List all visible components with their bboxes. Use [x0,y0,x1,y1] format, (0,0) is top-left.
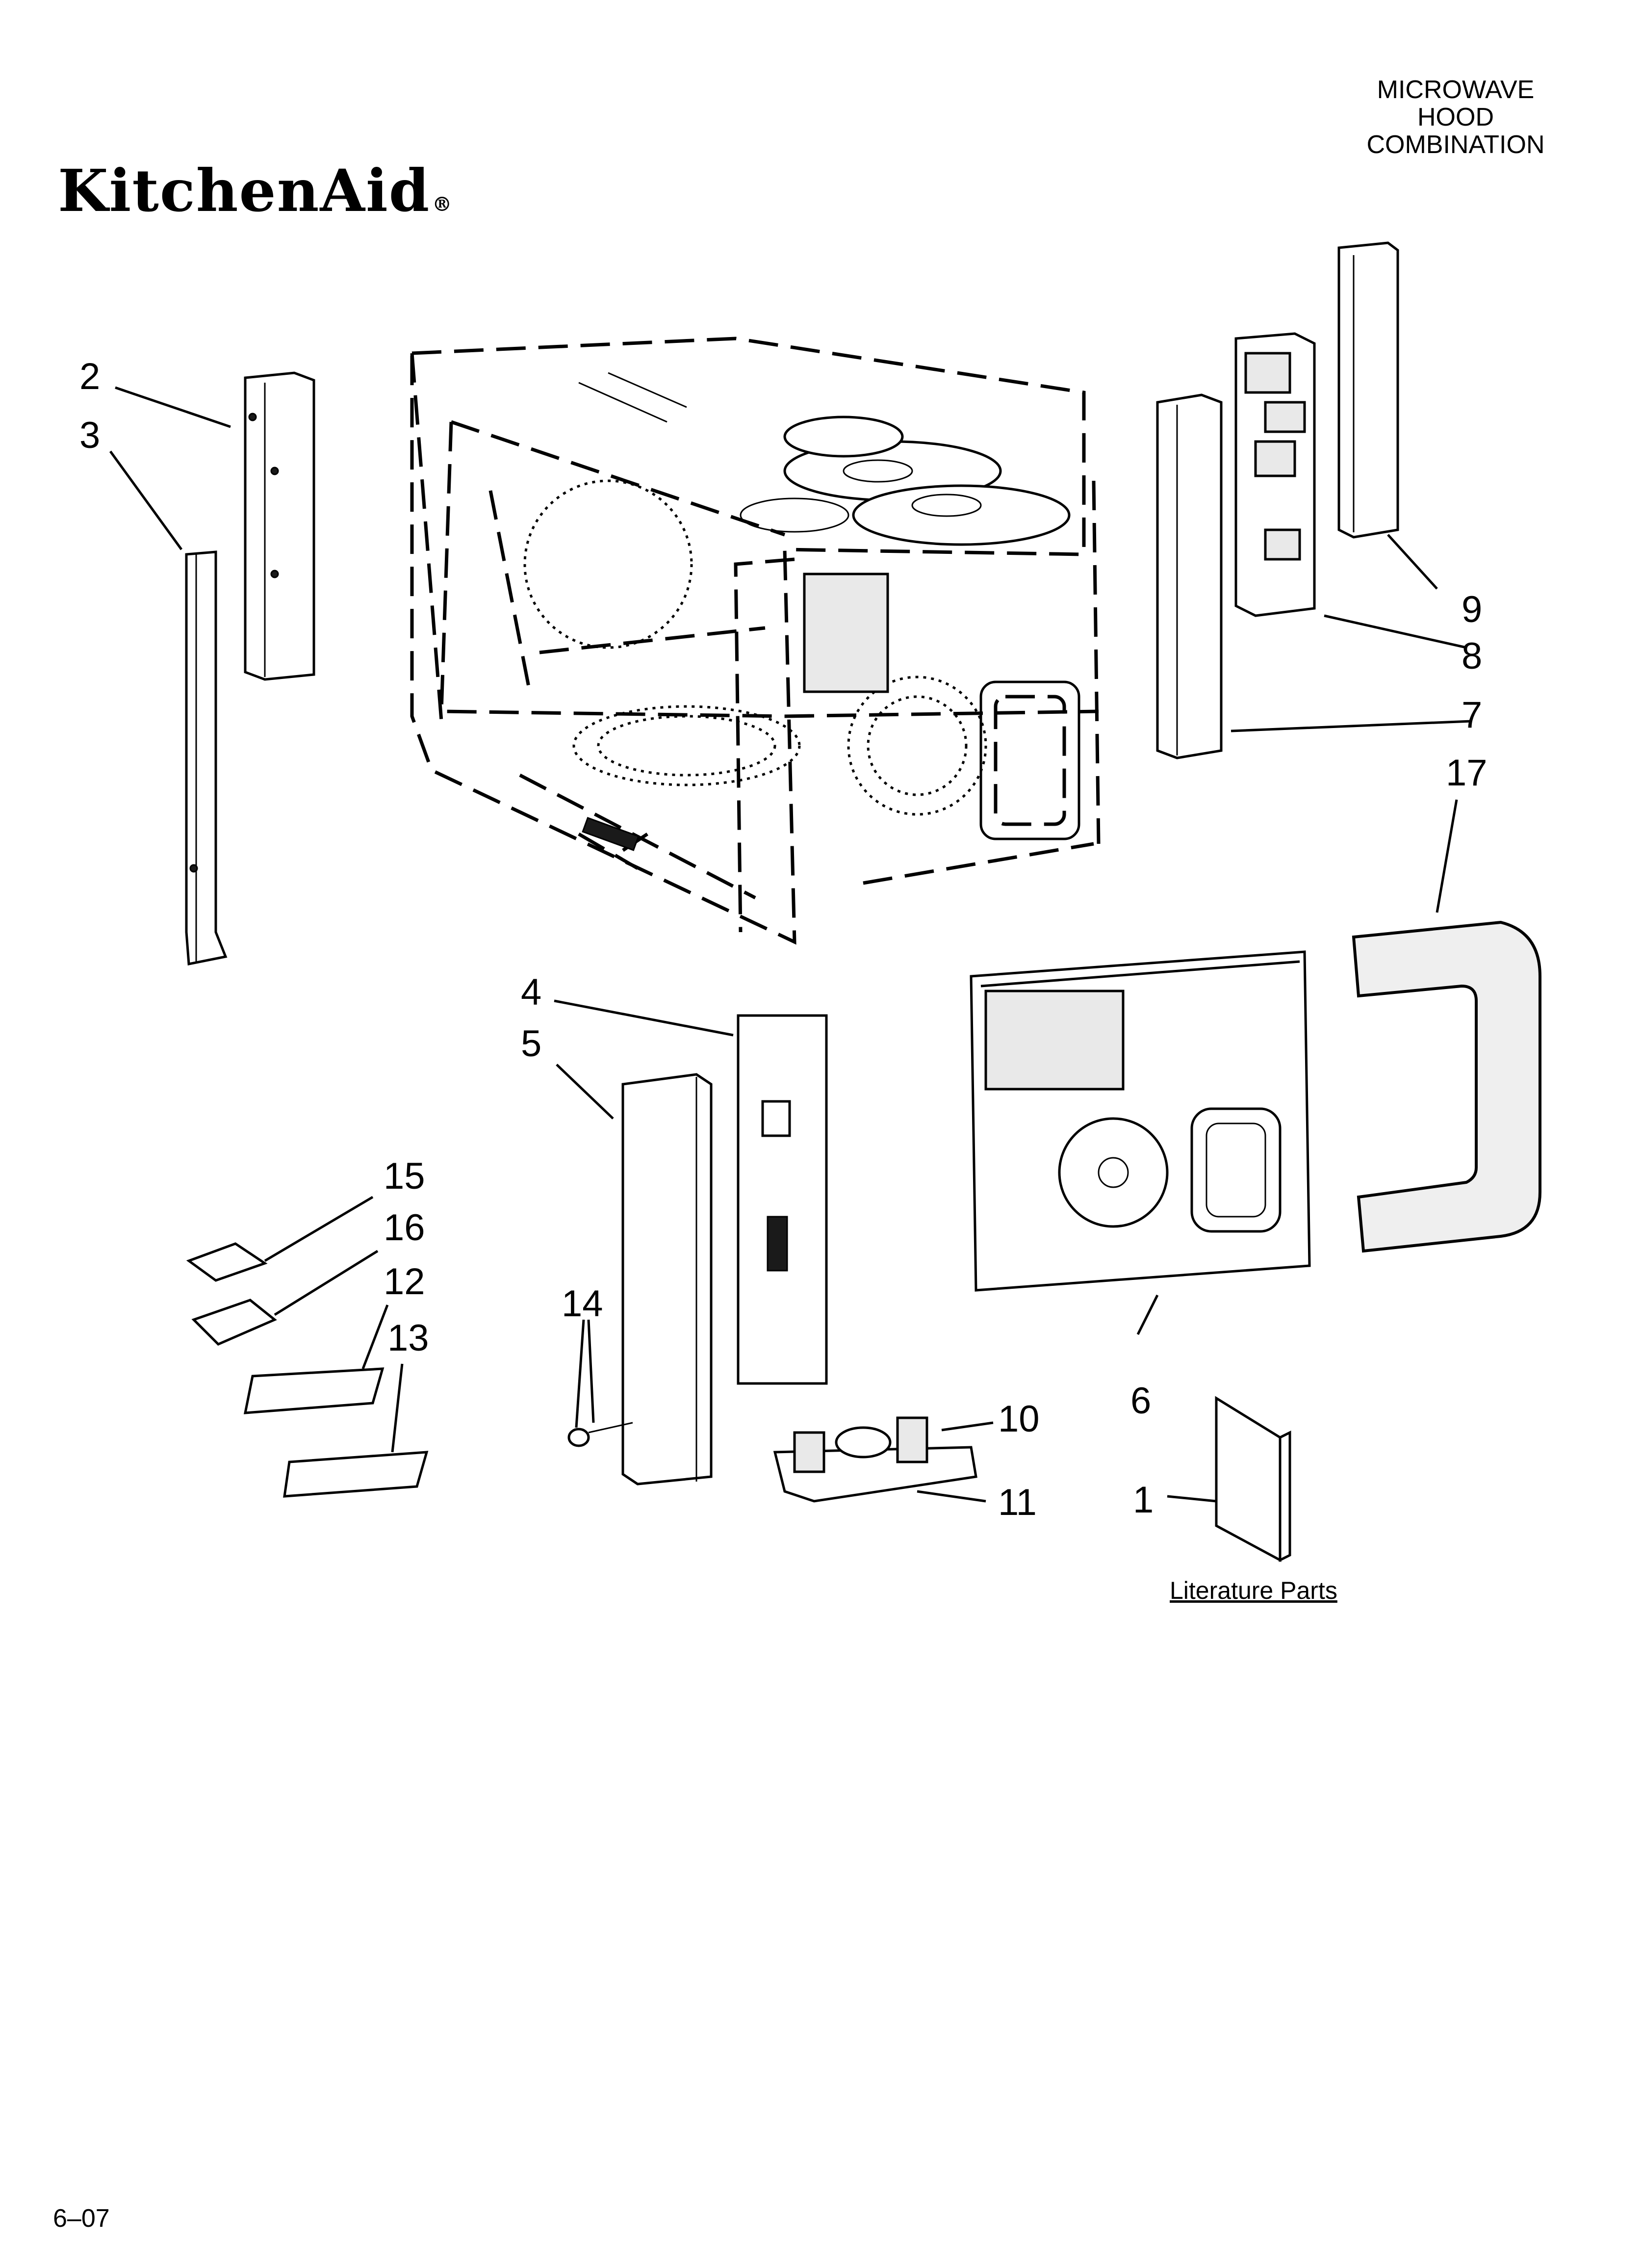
part-3-rail [185,550,228,966]
part-1-literature-book [1215,1396,1291,1563]
callout-3: 3 [79,415,101,456]
leader-lines [109,386,1472,1503]
part-5-column [621,1073,713,1486]
part-6-bottom-plate [970,950,1311,1292]
callout-12: 12 [384,1261,425,1303]
part-10-11-switch-assembly [773,1416,977,1503]
small-parts-15-16-12-13 [186,1242,429,1498]
callout-7: 7 [1462,694,1483,736]
callout-9: 9 [1462,589,1483,630]
callout-14: 14 [562,1283,603,1325]
callout-11: 11 [998,1482,1037,1523]
callout-15: 15 [384,1155,425,1197]
page-code: 6–07 [53,2204,110,2233]
callout-8: 8 [1462,635,1483,677]
literature-parts-label: Literature Parts [1170,1577,1337,1604]
callout-2: 2 [79,356,101,397]
product-title: MICROWAVE HOOD COMBINATION [1333,76,1578,158]
part-4-panel [737,1014,828,1385]
registered-mark: ® [432,193,453,216]
callout-1: 1 [1133,1479,1154,1521]
part-2-bracket [244,371,315,681]
product-title-line-1: MICROWAVE [1377,76,1535,104]
callout-5: 5 [521,1023,542,1065]
product-title-line-2: HOOD [1417,103,1494,131]
part-17-foam-duct [1352,920,1541,1253]
brand-wordmark: KitchenAid [58,156,431,225]
part-7-channel [1156,393,1223,759]
callout-6: 6 [1130,1380,1152,1422]
part-8-control-board [1234,332,1316,617]
callout-10: 10 [998,1398,1040,1440]
part-14-plugs [567,1422,633,1447]
brand-logo: KitchenAid® [58,162,453,220]
part-9-panel-housing [1337,241,1399,539]
chassis-outline [410,337,1101,945]
product-title-line-3: COMBINATION [1366,130,1545,159]
callout-13: 13 [387,1317,429,1359]
callout-4: 4 [521,971,542,1013]
callout-16: 16 [384,1207,425,1249]
callout-17: 17 [1446,752,1488,794]
